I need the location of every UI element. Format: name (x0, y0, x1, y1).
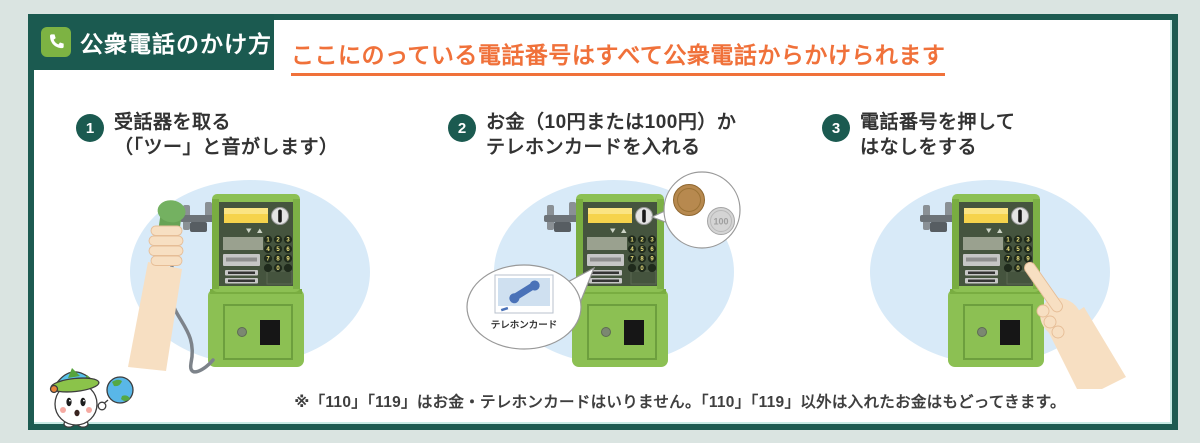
coin-callout: 100 (650, 171, 741, 249)
svg-text:2: 2 (276, 238, 280, 244)
svg-text:2: 2 (1016, 238, 1020, 244)
step-2: 2 お金（10円または100円）か テレホンカードを入れる (448, 110, 736, 160)
step-title: 受話器を取る （「ツー」と音がします） (114, 110, 339, 160)
step-number-badge: 1 (76, 114, 104, 142)
svg-text:1: 1 (1006, 238, 1010, 244)
mascot-character (42, 366, 146, 428)
footnote: ※「110」「119」はお金・テレホンカードはいりません。「110」「119」以… (294, 394, 1066, 411)
svg-text:3: 3 (286, 238, 290, 244)
svg-text:3: 3 (1026, 238, 1030, 244)
page-title: 公衆電話のかけ方 (80, 31, 272, 57)
svg-text:2: 2 (640, 238, 644, 244)
svg-text:5: 5 (1016, 247, 1020, 253)
svg-text:4: 4 (1006, 247, 1010, 253)
svg-text:7: 7 (266, 257, 270, 263)
step-title: お金（10円または100円）か テレホンカードを入れる (486, 110, 736, 160)
step-title-line: お金（10円または100円）か (486, 112, 737, 133)
svg-text:1: 1 (630, 238, 634, 244)
step-title-line: 受話器を取る (114, 112, 232, 133)
svg-text:1: 1 (266, 238, 270, 244)
step-title-line: はなしをする (860, 137, 978, 159)
svg-text:5: 5 (640, 247, 644, 253)
svg-text:9: 9 (650, 257, 654, 263)
content-card: 公衆電話のかけ方 ここにのっている電話番号はすべて公衆電話からかけられます 1 … (28, 14, 1178, 430)
telephone-card-label: テレホンカード (491, 320, 558, 331)
svg-text:0: 0 (276, 266, 280, 272)
hand-dialing (1024, 261, 1126, 399)
step-title: 電話番号を押して はなしをする (860, 110, 1015, 160)
svg-text:6: 6 (286, 247, 290, 253)
svg-text:7: 7 (1006, 257, 1010, 263)
svg-text:5: 5 (276, 247, 280, 253)
card-receiver-icon (509, 280, 540, 304)
step-number-badge: 2 (448, 114, 476, 142)
svg-text:6: 6 (1026, 247, 1030, 253)
step-number-badge: 3 (822, 114, 850, 142)
telephone-card-callout: テレホンカード (466, 264, 596, 350)
town-mascot-holding-globe (49, 368, 134, 428)
svg-text:7: 7 (630, 257, 634, 263)
svg-text:3: 3 (650, 238, 654, 244)
hand-holding-receiver (128, 200, 215, 374)
step-title-line: テレホンカードを入れる (486, 137, 701, 159)
svg-text:8: 8 (276, 257, 280, 263)
ten-yen-coin (673, 184, 705, 216)
step-title-line: （「ツー」と音がします） (114, 137, 339, 159)
step-3: 3 電話番号を押して はなしをする (822, 110, 1015, 160)
step-1: 1 受話器を取る （「ツー」と音がします） (76, 110, 339, 160)
svg-text:0: 0 (640, 266, 644, 272)
hundred-yen-label: 100 (713, 217, 728, 227)
svg-text:9: 9 (286, 257, 290, 263)
headline: ここにのっている電話番号はすべて公衆電話からかけられます (291, 36, 946, 76)
step-title-line: 電話番号を押して (860, 112, 1016, 133)
svg-text:8: 8 (1016, 257, 1020, 263)
svg-text:4: 4 (266, 247, 270, 253)
section-title-box: 公衆電話のかけ方 (28, 14, 274, 70)
phone-receiver-icon (41, 27, 71, 57)
svg-text:4: 4 (630, 247, 634, 253)
svg-text:6: 6 (650, 247, 654, 253)
svg-text:8: 8 (640, 257, 644, 263)
svg-text:0: 0 (1016, 266, 1020, 272)
svg-text:9: 9 (1026, 257, 1030, 263)
hundred-yen-coin (707, 207, 735, 235)
